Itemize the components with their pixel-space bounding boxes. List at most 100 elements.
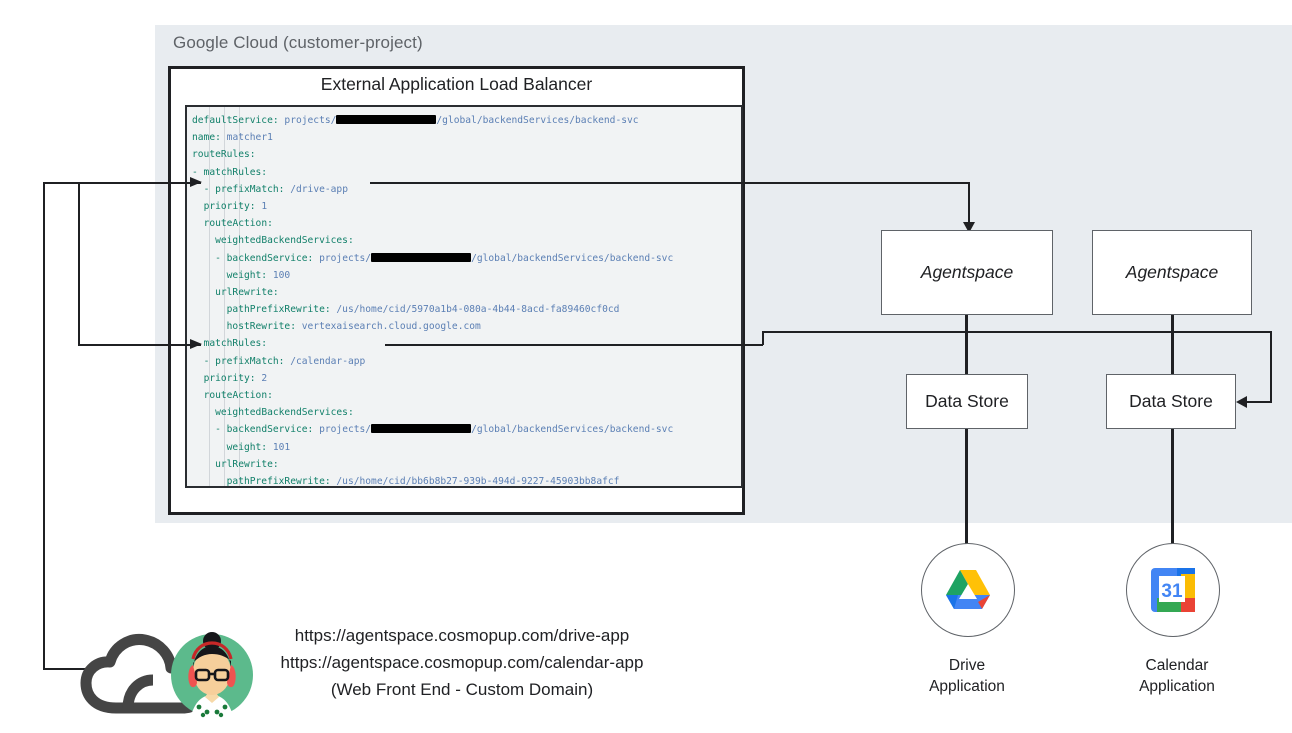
yaml-value: 101 [267,441,291,453]
yaml-line: routeRules: [192,146,741,163]
yaml-line: hostRewrite: vertexaisearch.cloud.google… [192,318,741,335]
yaml-key: - matchRules: [192,338,268,350]
arrow-into-calendar-prefixmatch [190,339,202,349]
connector-calendar-request-v [78,182,80,345]
yaml-line: routeAction: [192,215,741,232]
google-drive-icon [946,570,990,609]
client-endpoint-node[interactable] [78,620,253,728]
yaml-line: weightedBackendServices: [192,404,741,421]
yaml-value-tail: /global/backendServices/backend-svc [471,252,674,264]
yaml-value: projects/ [313,424,372,436]
yaml-line: weightedBackendServices: [192,232,741,249]
connector-drive-route-h [370,182,970,184]
yaml-key: pathPrefixRewrite: [226,304,331,316]
connector-calendar-route-v [1270,331,1272,402]
yaml-code-lines: defaultService: projects/ /global/backend… [192,112,741,486]
drive-application-caption: Drive Application [929,657,1005,695]
link-datastore-right-to-calendar [1171,429,1175,545]
yaml-value: vertexaisearch.cloud.google.com [295,321,481,333]
yaml-value: 1 [255,200,268,212]
connector-calendar-route-h1 [385,344,763,346]
yaml-value-tail: /global/backendServices/backend-svc [471,424,674,436]
link-agentspace-left-to-datastore-left [965,315,969,375]
yaml-line: urlRewrite: [192,456,741,473]
yaml-key: routeAction: [203,218,273,230]
load-balancer-title: External Application Load Balancer [320,74,593,94]
yaml-key: routeAction: [203,390,273,401]
yaml-line: routeAction: [192,387,741,404]
agentspace-box-left[interactable]: Agentspace [881,230,1053,315]
yaml-value: /us/home/cid/bb6b8b27-939b-494d-9227-459… [330,475,620,487]
redacted-project-id [371,424,472,434]
yaml-key: - prefixMatch: [203,183,285,195]
yaml-key: weight: [226,269,268,281]
google-calendar-icon: 31 [1151,568,1195,612]
url-map-yaml-code-block: defaultService: projects/ /global/backend… [185,105,743,488]
yaml-key: - prefixMatch: [203,355,285,367]
yaml-value: /us/home/cid/5970a1b4-080a-4b44-8acd-fa8… [330,304,620,316]
yaml-value: /drive-app [284,183,348,195]
connector-drive-request-to-client [43,668,95,670]
yaml-key: weightedBackendServices: [215,407,354,419]
yaml-value: /calendar-app [284,355,366,367]
yaml-value: 2 [255,372,268,384]
user-avatar-icon [171,632,253,718]
connector-drive-request-h [43,182,201,184]
datastore-box-left[interactable]: Data Store [906,374,1028,429]
datastore-left-label: Data Store [925,391,1009,411]
agentspace-box-right[interactable]: Agentspace [1092,230,1252,315]
yaml-key: weight: [226,441,268,453]
yaml-line: priority: 2 [192,370,741,387]
yaml-line: weight: 101 [192,439,741,456]
client-url-labels: https://agentspace.cosmopup.com/drive-ap… [262,622,662,703]
datastore-right-label: Data Store [1129,391,1213,411]
yaml-line: priority: 1 [192,198,741,215]
yaml-value: 100 [267,269,291,281]
arrow-into-datastore-right [1236,396,1247,408]
yaml-key: defaultService: [192,115,279,126]
connector-calendar-route-h3 [1246,401,1272,403]
yaml-key: priority: [203,200,256,212]
redacted-project-id [371,252,472,262]
drive-application-node[interactable] [921,543,1015,637]
calendar-application-node[interactable]: 31 [1126,543,1220,637]
link-datastore-left-to-drive [965,429,969,545]
yaml-key: pathPrefixRewrite: [226,475,331,487]
web-front-end-note: (Web Front End - Custom Domain) [330,680,594,699]
yaml-key: urlRewrite: [215,286,279,298]
yaml-line: - matchRules: [192,164,741,181]
google-cloud-panel-title: Google Cloud (customer-project) [173,33,423,52]
yaml-line: defaultService: projects/ /global/backend… [192,112,741,129]
yaml-line: pathPrefixRewrite: /us/home/cid/5970a1b4… [192,301,741,318]
yaml-key: urlRewrite: [215,458,279,470]
yaml-key: - matchRules: [192,166,268,178]
yaml-line: - backendService: projects/ /global/backe… [192,250,741,267]
connector-drive-request-v [43,182,45,669]
calendar-application-caption: Calendar Application [1139,657,1215,695]
agentspace-left-label: Agentspace [920,262,1014,282]
connector-drive-route-v [968,182,970,227]
connector-calendar-route-jog [762,331,764,345]
redacted-project-id [336,115,437,124]
yaml-line: - prefixMatch: /calendar-app [192,353,741,370]
yaml-line: name: matcher1 [192,129,741,146]
arrow-into-agentspace-left [963,222,975,233]
yaml-line: weight: 100 [192,267,741,284]
yaml-key: name: [192,132,221,144]
yaml-key: - backendService: [215,252,314,264]
url-drive-app: https://agentspace.cosmopup.com/drive-ap… [294,626,630,645]
yaml-value: projects/ [278,115,337,126]
yaml-key: priority: [203,372,256,384]
yaml-line: - backendService: projects//global/backe… [192,421,741,438]
calendar-day-number: 31 [1161,581,1183,602]
yaml-value: projects/ [313,252,372,264]
link-agentspace-right-to-datastore-right [1171,315,1175,375]
datastore-box-right[interactable]: Data Store [1106,374,1236,429]
arrow-into-drive-prefixmatch [190,177,202,187]
agentspace-right-label: Agentspace [1125,262,1219,282]
yaml-value: matcher1 [220,132,273,144]
yaml-key: routeRules: [192,149,256,161]
yaml-value-tail: /global/backendServices/backend-svc [436,115,639,126]
yaml-line: - prefixMatch: /drive-app [192,181,741,198]
